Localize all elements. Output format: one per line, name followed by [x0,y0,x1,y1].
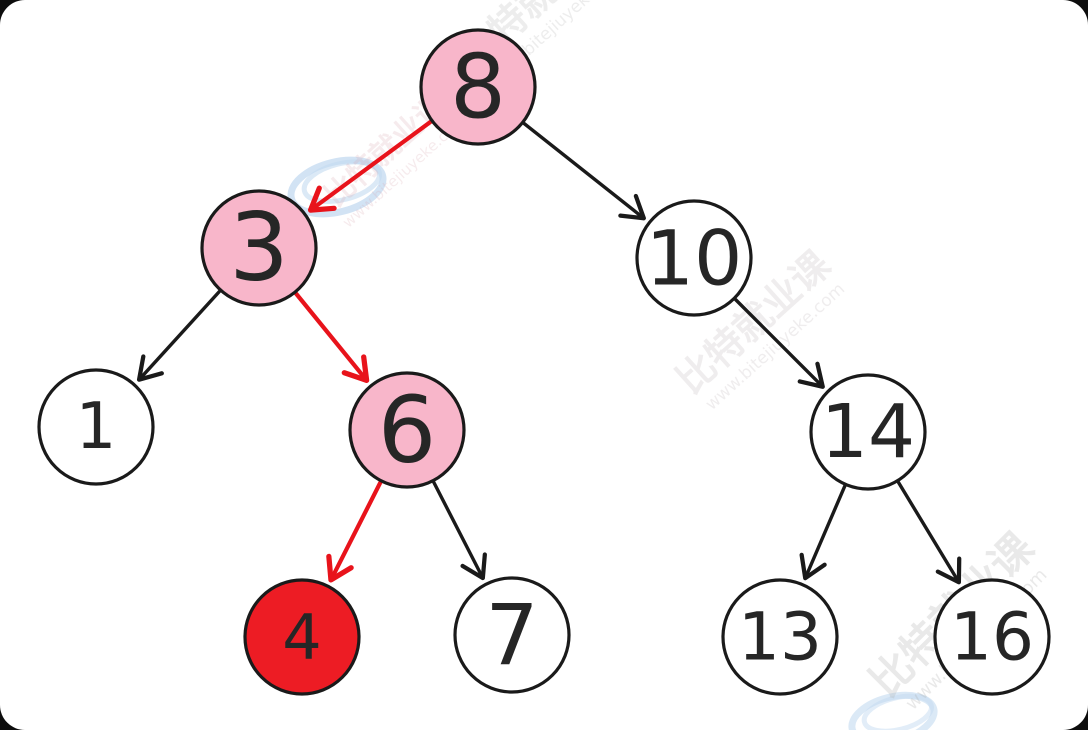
edge-14-to-16-arrow [896,479,962,585]
node-value-1: 1 [76,390,117,464]
edge-3-to-1-arrow [136,289,222,382]
edge-3-to-6-search-path-arrow [293,290,370,383]
tree-node-1-default: 1 [37,368,155,486]
node-circle-7 [453,576,571,694]
node-circle-14 [809,373,927,491]
tree-node-14-default: 14 [809,373,927,491]
node-value-6: 6 [378,377,437,484]
node-circle-8 [419,28,537,146]
node-value-3: 3 [229,194,289,303]
edge-6-to-4-search-path-arrow [326,479,383,583]
node-circle-13 [721,578,839,696]
node-circle-4 [243,578,361,696]
watermark-ellipse-logo [287,156,387,218]
tree-node-16-default: 16 [933,578,1051,696]
edge-10-to-14-arrow [733,297,825,389]
node-value-14: 14 [821,389,915,475]
tree-node-6-visited: 6 [348,371,466,489]
tree-node-4-found: 4 [243,578,361,696]
tree-node-13-default: 13 [721,578,839,696]
edge-6-to-7-arrow [431,479,487,581]
tree-node-3-visited: 3 [200,189,318,307]
edge-14-to-13-arrow [799,483,847,581]
node-value-13: 13 [738,599,822,676]
node-circle-16 [933,578,1051,696]
node-value-4: 4 [282,601,321,674]
tree-node-10-default: 10 [635,199,753,317]
node-circle-1 [37,368,155,486]
node-value-8: 8 [450,36,506,139]
edge-8-to-3-search-path-arrow [307,119,434,213]
edge-8-to-10-arrow [521,121,646,221]
node-value-7: 7 [485,586,538,684]
node-value-16: 16 [950,599,1034,676]
node-value-10: 10 [646,214,743,303]
node-circle-10 [635,199,753,317]
node-circle-6 [348,371,466,489]
edge-layer [136,119,962,585]
tree-node-7-default: 7 [453,576,571,694]
watermark-ellipse-logo [848,691,938,730]
tree-node-8-visited: 8 [419,28,537,146]
node-circle-3 [200,189,318,307]
